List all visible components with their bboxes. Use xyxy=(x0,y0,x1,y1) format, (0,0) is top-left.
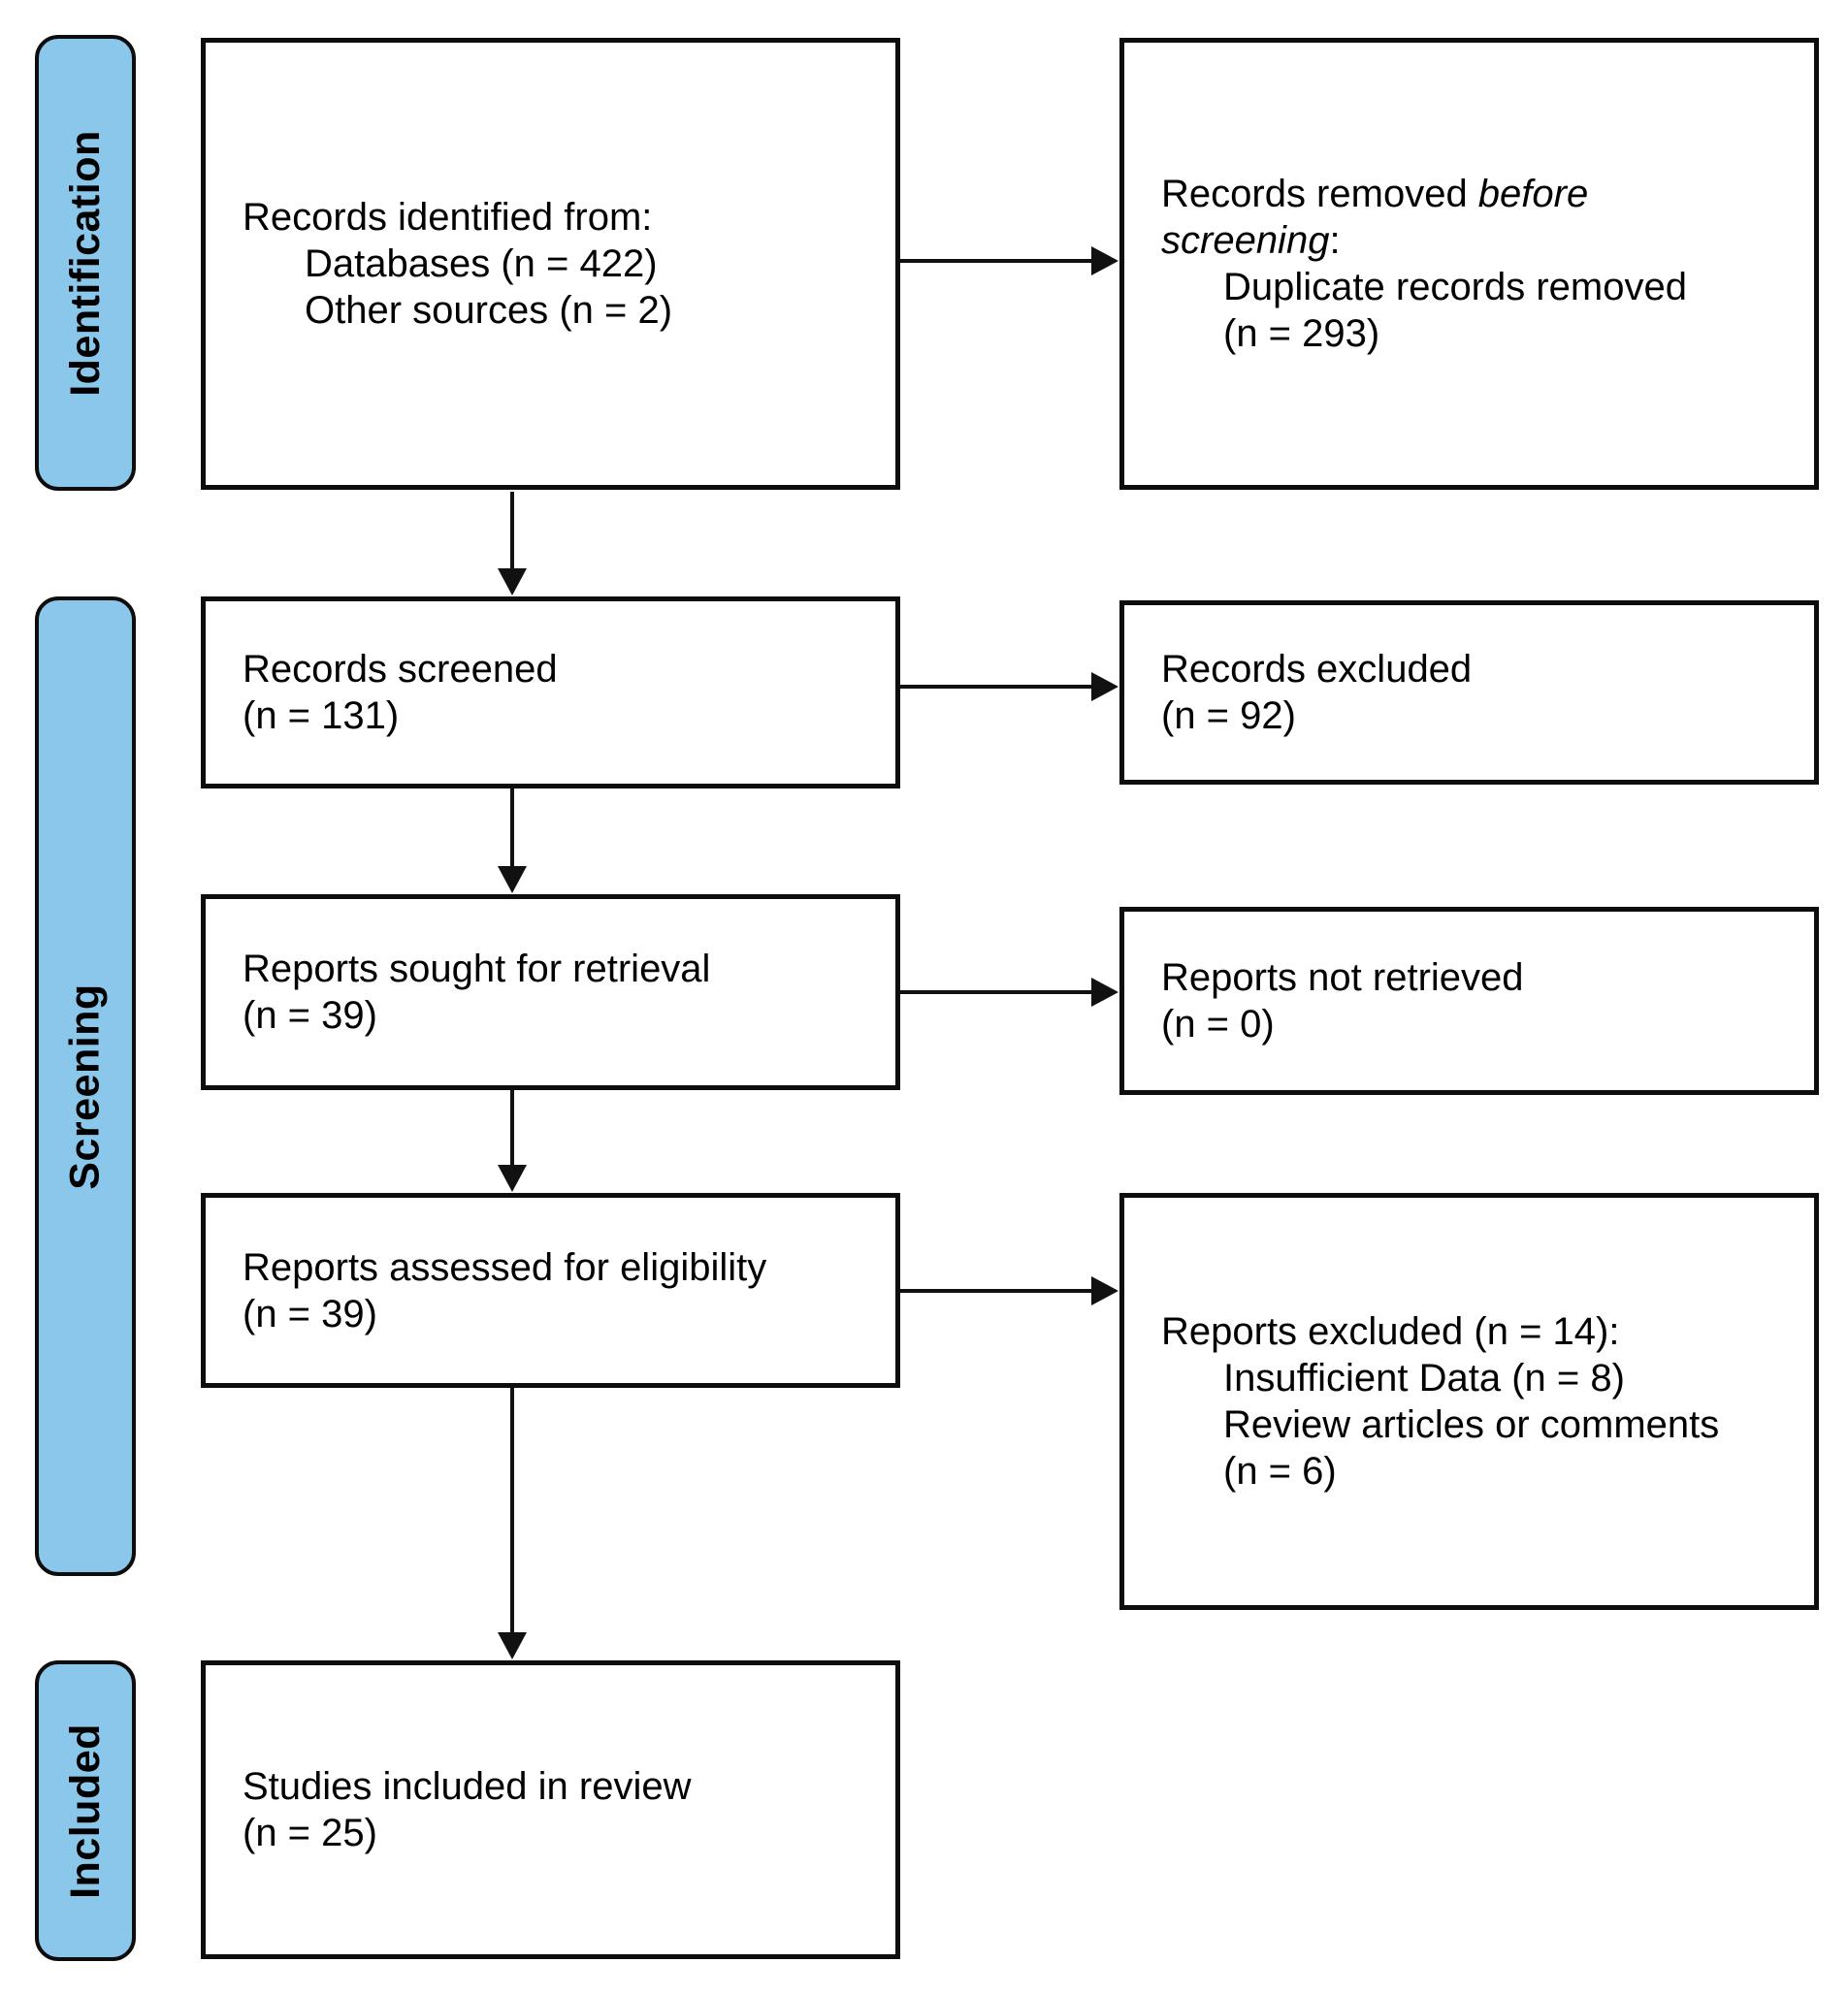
stage-screening-label: Screening xyxy=(61,982,109,1190)
studies-included-box: Studies included in review (n = 25) xyxy=(201,1660,900,1959)
reports-sought-text: Reports sought for retrieval (n = 39) xyxy=(206,946,747,1039)
box-line: screening: xyxy=(1161,219,1341,262)
box-line: Records removed before xyxy=(1161,173,1589,215)
records-screened-box: Records screened (n = 131) xyxy=(201,596,900,788)
arrow-identified-to-removed xyxy=(900,259,1092,263)
box-line: (n = 6) xyxy=(1223,1450,1337,1493)
reports-assessed-box: Reports assessed for eligibility (n = 39… xyxy=(201,1193,900,1388)
reports-sought-box: Reports sought for retrieval (n = 39) xyxy=(201,894,900,1090)
arrow-assessed-to-reports-excluded xyxy=(900,1289,1092,1293)
box-line: Records excluded xyxy=(1161,648,1473,691)
box-line: (n = 39) xyxy=(243,1292,377,1335)
box-line: Duplicate records removed xyxy=(1223,266,1687,308)
italic-text: screening xyxy=(1161,219,1330,262)
box-line: Reports excluded (n = 14): xyxy=(1161,1310,1620,1353)
box-line: Other sources (n = 2) xyxy=(305,289,673,332)
box-line: (n = 293) xyxy=(1223,312,1380,355)
box-line: (n = 131) xyxy=(243,694,400,737)
records-identified-box: Records identified from: Databases (n = … xyxy=(201,38,900,490)
arrow-screened-to-excluded xyxy=(900,685,1092,689)
records-removed-text: Records removed before screening: Duplic… xyxy=(1124,171,1724,357)
box-line: (n = 25) xyxy=(243,1812,377,1854)
italic-text: before xyxy=(1477,173,1589,215)
stage-identification: Identification xyxy=(35,35,136,491)
reports-excluded-text: Reports excluded (n = 14): Insufficient … xyxy=(1124,1308,1756,1495)
records-excluded-box: Records excluded (n = 92) xyxy=(1119,600,1819,785)
reports-excluded-box: Reports excluded (n = 14): Insufficient … xyxy=(1119,1193,1819,1610)
arrow-screened-to-sought xyxy=(510,788,514,867)
box-line: Review articles or comments xyxy=(1223,1403,1720,1446)
box-line: (n = 92) xyxy=(1161,694,1296,737)
box-line: Databases (n = 422) xyxy=(305,242,658,285)
box-line: Studies included in review xyxy=(243,1765,692,1808)
box-line: Reports sought for retrieval xyxy=(243,948,711,990)
reports-not-retrieved-text: Reports not retrieved (n = 0) xyxy=(1124,954,1561,1047)
arrow-sought-to-not-retrieved xyxy=(900,990,1092,994)
box-line: Records screened xyxy=(243,648,558,691)
stage-included: Included xyxy=(35,1660,136,1961)
studies-included-text: Studies included in review (n = 25) xyxy=(206,1763,728,1856)
records-removed-box: Records removed before screening: Duplic… xyxy=(1119,38,1819,490)
box-line: Reports not retrieved xyxy=(1161,956,1524,999)
arrow-identified-to-screened xyxy=(510,492,514,569)
records-screened-text: Records screened (n = 131) xyxy=(206,646,595,739)
records-excluded-text: Records excluded (n = 92) xyxy=(1124,646,1508,739)
box-line: (n = 39) xyxy=(243,994,377,1037)
box-line: Insufficient Data (n = 8) xyxy=(1223,1357,1625,1400)
arrow-sought-to-assessed xyxy=(510,1090,514,1166)
reports-not-retrieved-box: Reports not retrieved (n = 0) xyxy=(1119,907,1819,1095)
stage-included-label: Included xyxy=(61,1722,109,1899)
box-line: Reports assessed for eligibility xyxy=(243,1245,767,1289)
reports-assessed-text: Reports assessed for eligibility (n = 39… xyxy=(206,1244,803,1337)
records-identified-text: Records identified from: Databases (n = … xyxy=(206,194,709,334)
stage-identification-label: Identification xyxy=(61,129,109,397)
box-line: (n = 0) xyxy=(1161,1003,1275,1046)
box-line: Records identified from: xyxy=(243,196,653,239)
stage-screening: Screening xyxy=(35,596,136,1576)
arrow-assessed-to-included xyxy=(510,1388,514,1633)
